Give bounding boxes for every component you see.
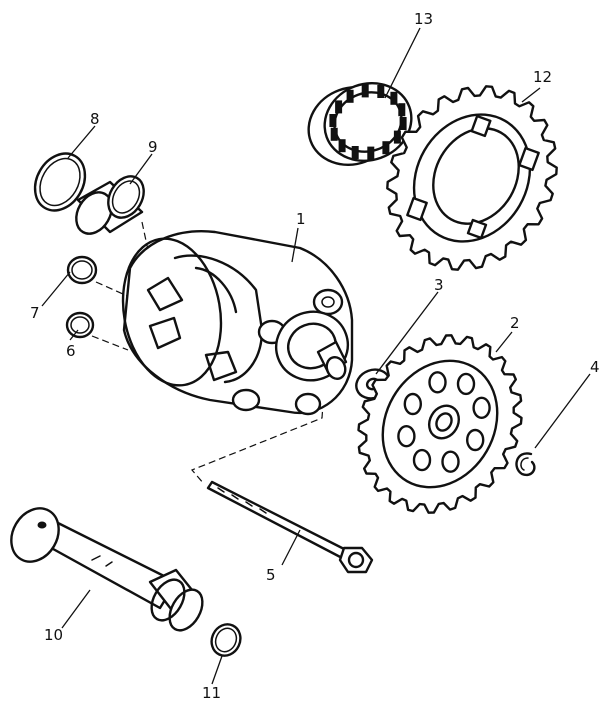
gear-hole [466, 428, 485, 452]
bearing-needle [398, 103, 406, 117]
bearing-needle [367, 146, 375, 160]
callout-11: 11 [202, 684, 221, 702]
part-4-circlip [515, 452, 536, 477]
callout-8: 8 [90, 110, 100, 128]
callout-12: 12 [533, 68, 552, 86]
bearing-needle [351, 146, 359, 159]
bearing-needle [346, 89, 354, 103]
part-10-shaft [10, 507, 204, 632]
gear-hole [397, 425, 416, 448]
bearing-needle [399, 117, 407, 130]
bearing-needle [390, 91, 398, 105]
callout-5: 5 [266, 566, 276, 584]
callout-10: 10 [44, 626, 63, 644]
bearing-needle [393, 130, 401, 144]
part-5-bolt [206, 480, 374, 574]
bearing-needle [361, 84, 369, 98]
gear-hole [472, 396, 491, 419]
callout-3: 3 [434, 276, 444, 294]
bearing-needle [377, 85, 385, 98]
callout-9: 9 [148, 138, 158, 156]
bearing-needle [330, 127, 338, 141]
part-11-o-ring [210, 623, 242, 657]
bearing-needle [382, 141, 390, 155]
gear-hole [456, 372, 476, 396]
callout-7: 7 [30, 304, 40, 322]
part-2-gear [357, 334, 523, 514]
gear-hole [441, 450, 460, 473]
callout-2: 2 [510, 314, 520, 332]
part-6-ring [65, 311, 95, 339]
part-9-bushing [75, 175, 145, 235]
part-13-needle-bearing [307, 82, 413, 166]
callout-1: 1 [296, 210, 306, 228]
part-12-toothed-ring [386, 85, 558, 271]
bearing-needle [338, 139, 346, 153]
bearing-needle [335, 100, 343, 114]
part-8-o-ring [33, 152, 87, 212]
gear-hole [428, 371, 447, 394]
callout-leaders [41, 27, 591, 685]
callout-labels: 13 12 8 9 1 3 7 2 6 4 5 10 11 [30, 10, 600, 702]
part-1-housing [121, 230, 354, 416]
callout-13: 13 [414, 10, 433, 28]
callout-4: 4 [590, 358, 600, 376]
gear-hole [412, 448, 432, 472]
callout-6: 6 [66, 342, 76, 360]
part-7-ring [66, 255, 98, 285]
bearing-needle [329, 114, 337, 127]
gear-hole [403, 392, 422, 416]
